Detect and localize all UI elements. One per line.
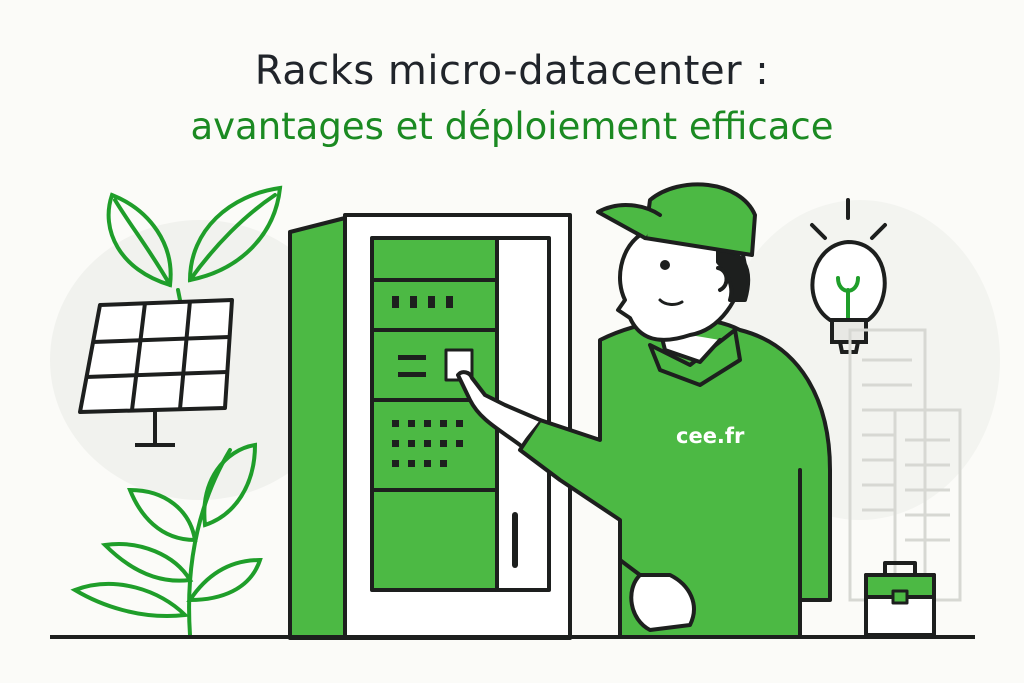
solar-panel-icon — [78, 298, 234, 447]
plant-icon — [70, 442, 263, 637]
technician-icon — [456, 182, 832, 639]
toolbox-icon — [864, 561, 936, 637]
leaf-icon — [106, 185, 283, 302]
shirt-logo-text: cee.fr — [676, 424, 745, 448]
page-title: Racks micro-datacenter : — [254, 48, 770, 94]
page-subtitle: avantages et déploiement efficace — [190, 105, 834, 148]
server-rack-icon — [288, 213, 572, 640]
